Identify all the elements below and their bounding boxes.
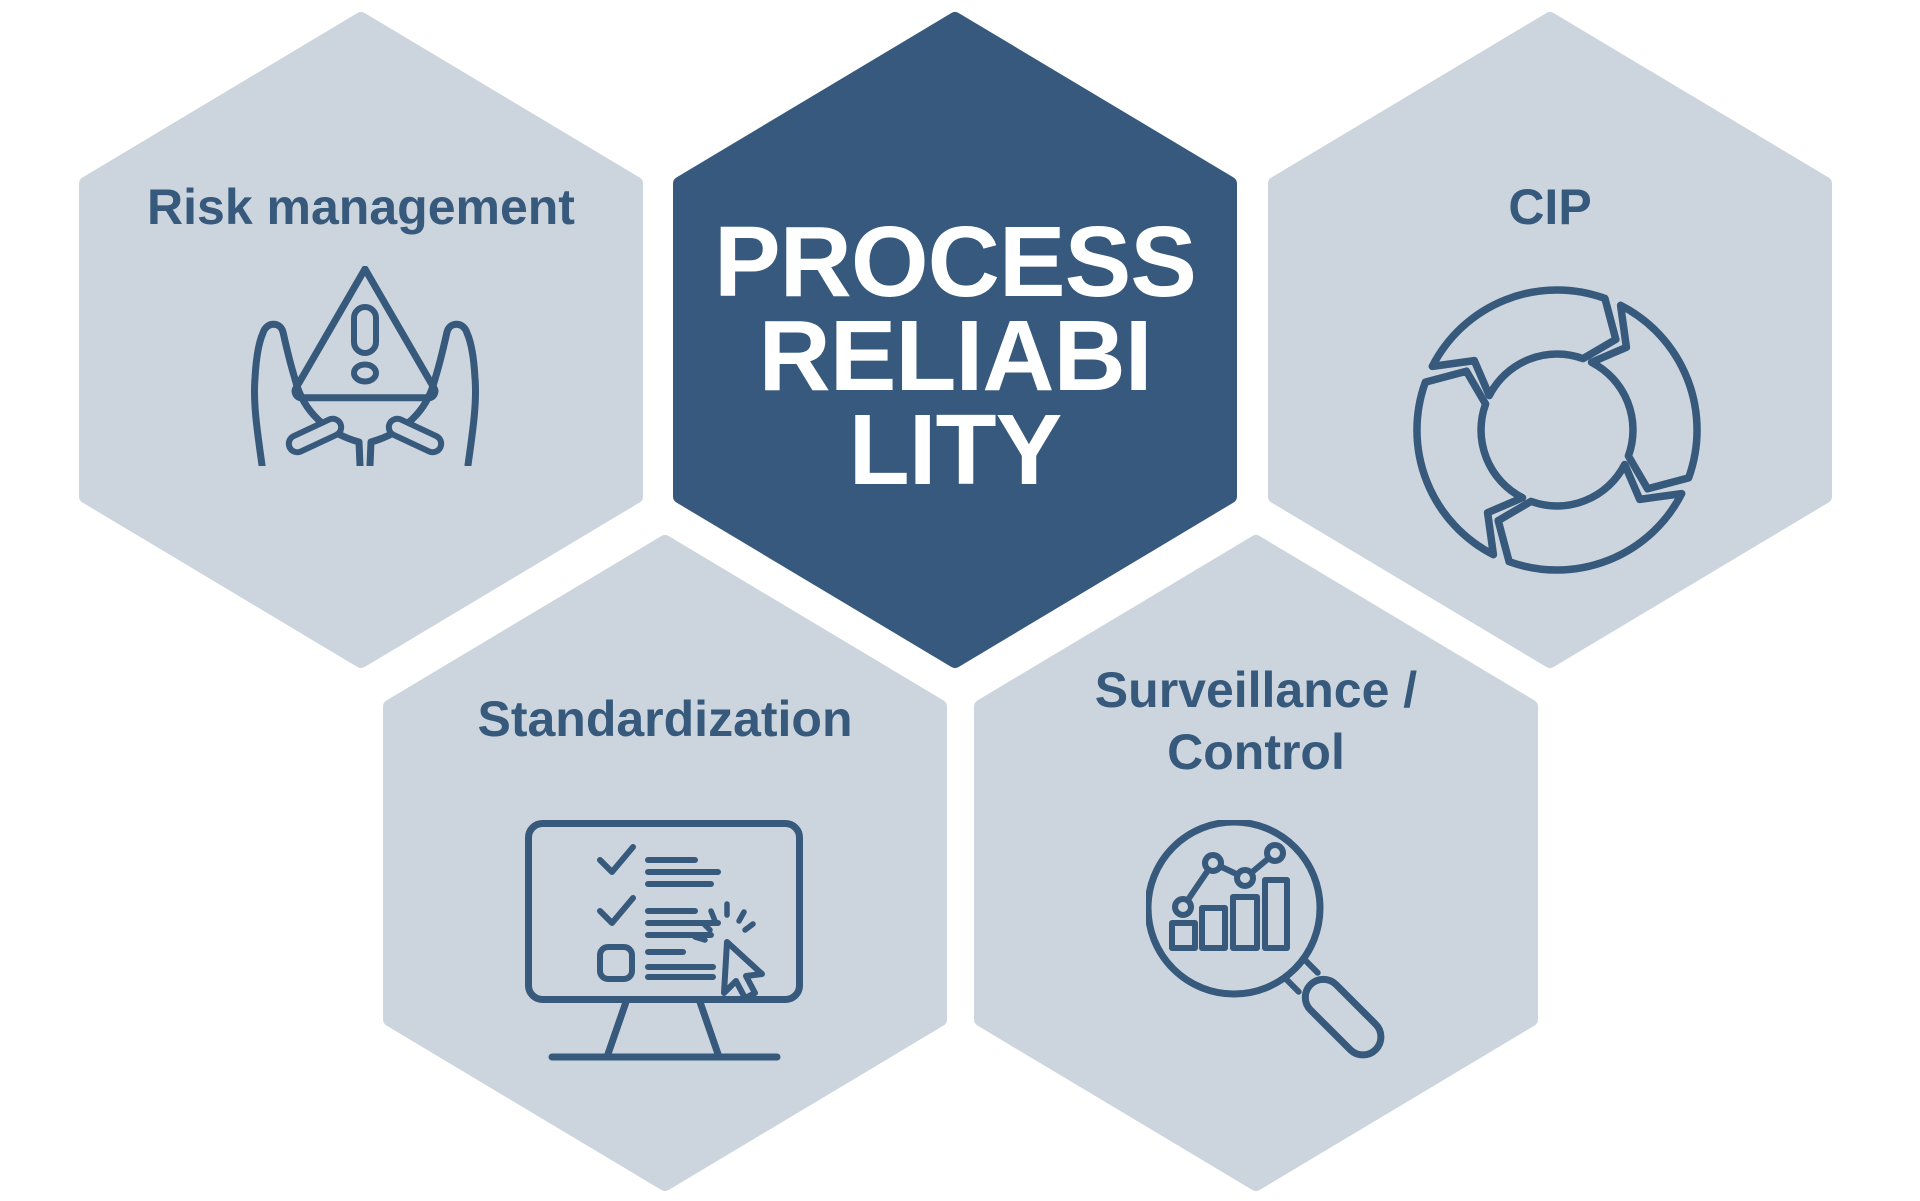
hexagon-risk-management: Risk management	[78, 10, 644, 670]
hexagon-cip: CIP	[1267, 10, 1833, 670]
label-line: Control	[1167, 724, 1345, 780]
risk-management-label: Risk management	[78, 176, 644, 238]
label-line: Surveillance /	[1094, 662, 1418, 718]
surveillance-control-label: Surveillance / Control	[973, 659, 1539, 783]
label-line: Standardization	[477, 691, 853, 747]
center-title-line: PROCESS	[713, 206, 1197, 318]
right-hand	[366, 320, 480, 466]
center-title-line: LITY	[848, 394, 1063, 506]
hexagon-shape	[79, 12, 643, 668]
monitor-checklist-cursor-icon	[525, 820, 803, 1061]
hexagon-surveillance-control: Surveillance / Control	[973, 533, 1539, 1193]
standardization-label: Standardization	[382, 688, 948, 750]
hexagon-shape	[1268, 12, 1832, 668]
label-line: Risk management	[147, 179, 575, 235]
label-line: CIP	[1508, 179, 1592, 235]
center-title: PROCESS RELIABI LITY	[672, 206, 1238, 506]
hands-holding-warning-icon	[250, 266, 480, 466]
hexagon-shape	[974, 535, 1538, 1191]
hexagon-standardization: Standardization	[382, 533, 948, 1193]
magnifier-bar-chart-icon	[1146, 820, 1385, 1059]
left-hand	[250, 320, 364, 466]
hexagon-process-reliability: PROCESS RELIABI LITY	[672, 10, 1238, 670]
hexagon-shape	[673, 12, 1237, 668]
cip-label: CIP	[1267, 176, 1833, 238]
center-title-line: RELIABI	[758, 300, 1153, 412]
